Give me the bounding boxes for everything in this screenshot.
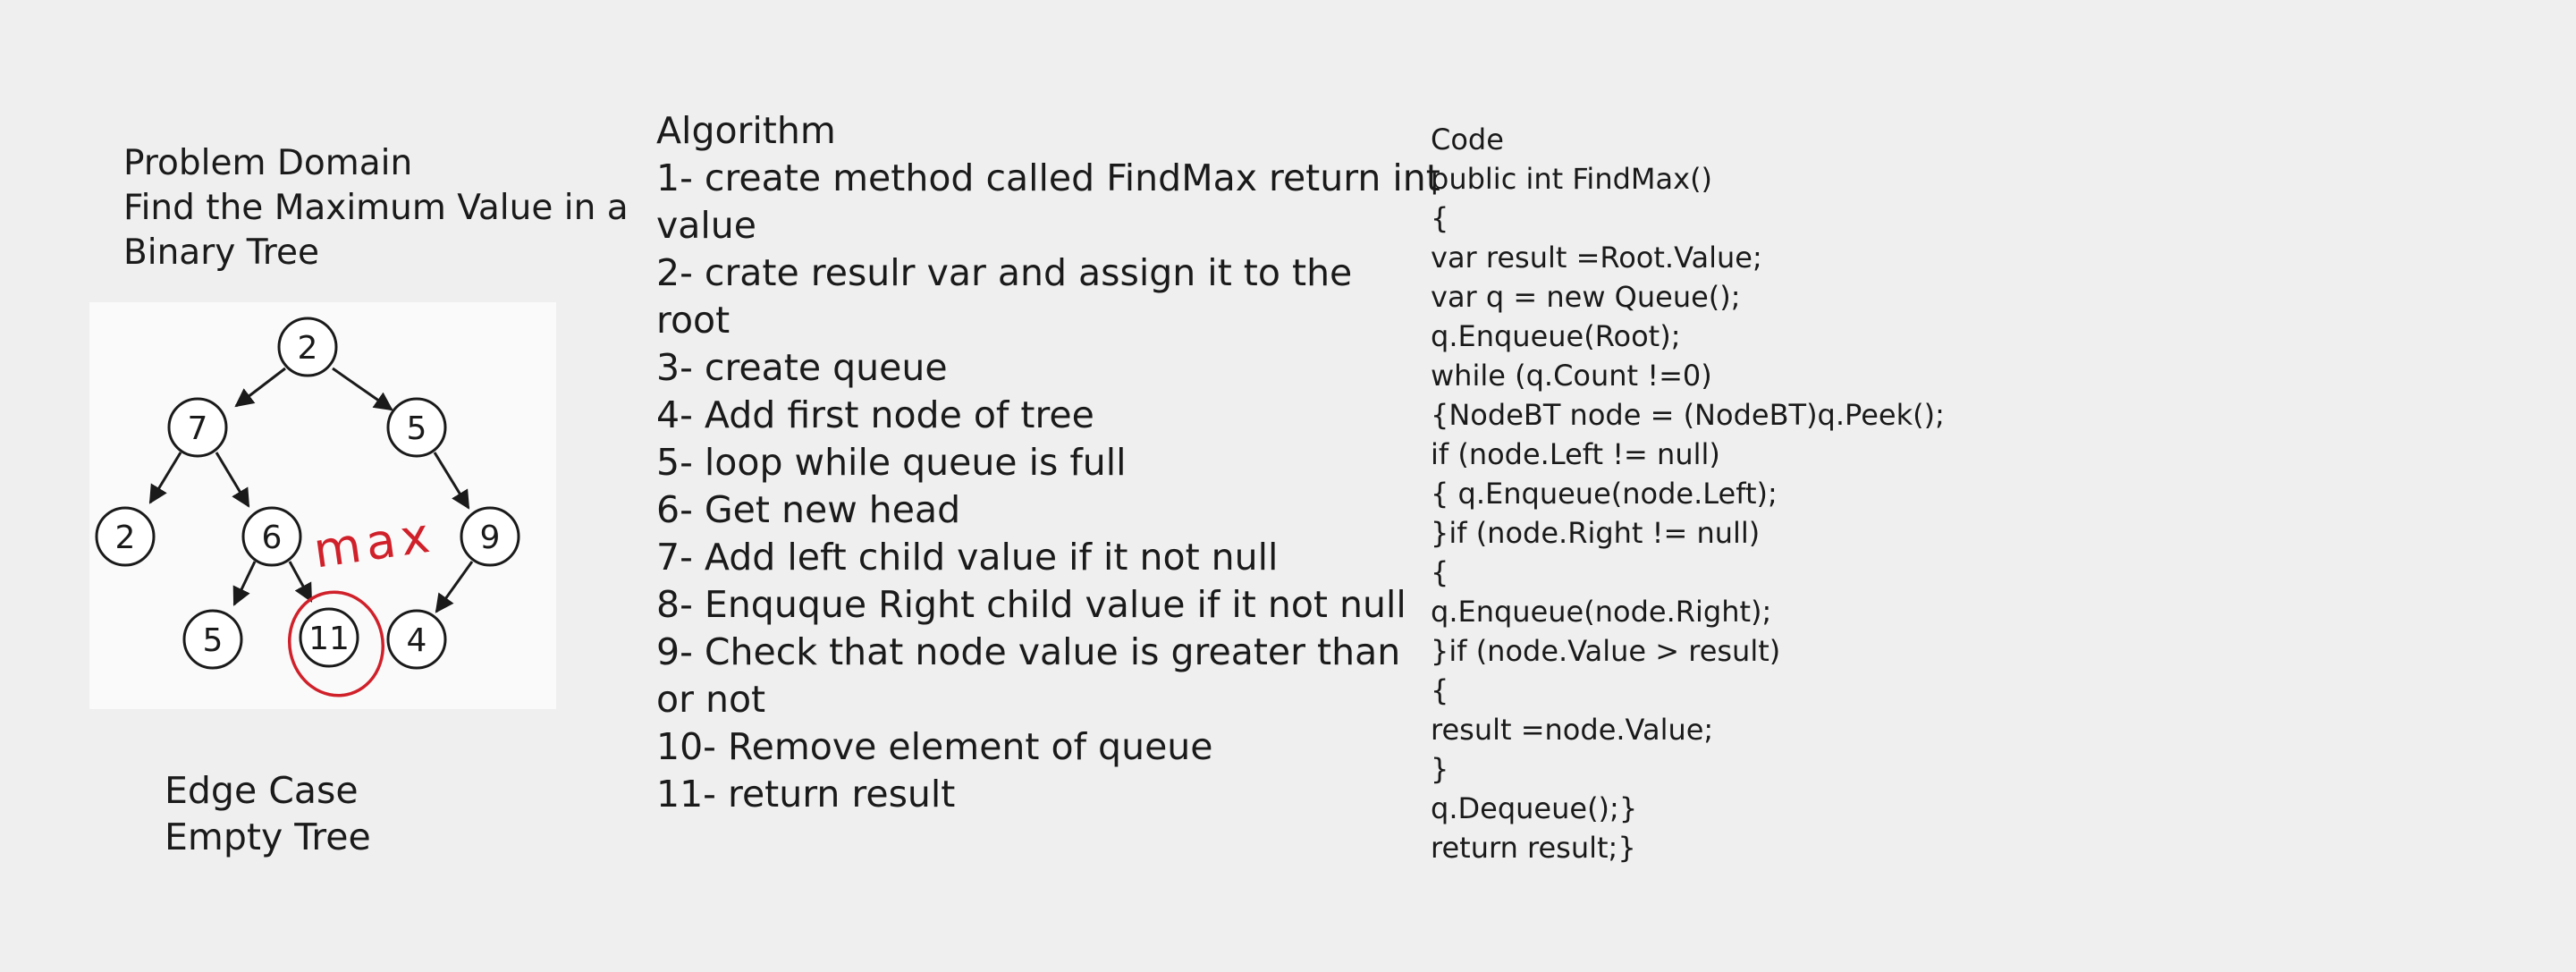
algorithm-step: 6- Get new head bbox=[656, 488, 961, 531]
algorithm-step: 3- create queue bbox=[656, 346, 948, 389]
tree-node: 6 bbox=[241, 506, 302, 567]
tree-edge bbox=[332, 367, 393, 411]
tree-node: 5 bbox=[182, 609, 243, 670]
code-line: { bbox=[1431, 555, 1449, 589]
tree-node-max: 11 bbox=[299, 607, 359, 668]
code-line: if (node.Left != null) bbox=[1431, 437, 1720, 471]
algorithm-step: 1- create method called FindMax return i… bbox=[656, 156, 1440, 199]
svg-text:5: 5 bbox=[203, 622, 224, 659]
binary-tree-svg: 2 7 5 2 6 9 5 11 bbox=[95, 317, 520, 697]
algorithm-step: 11- return result bbox=[656, 773, 956, 816]
code-line: { bbox=[1431, 201, 1449, 235]
problem-domain-line: Find the Maximum Value in a bbox=[123, 188, 629, 228]
svg-text:2: 2 bbox=[298, 330, 318, 367]
edge-case-section: Edge Case Empty Tree bbox=[165, 767, 371, 860]
svg-text:5: 5 bbox=[407, 410, 427, 447]
algorithm-step: 10- Remove element of queue bbox=[656, 725, 1213, 768]
code-line: { q.Enqueue(node.Left); bbox=[1431, 477, 1778, 511]
problem-domain-heading: Problem Domain bbox=[123, 143, 413, 183]
svg-text:6: 6 bbox=[262, 520, 283, 556]
tree-edge bbox=[433, 452, 470, 510]
tree-edge bbox=[435, 561, 474, 613]
tree-node: 9 bbox=[460, 506, 520, 567]
svg-text:4: 4 bbox=[407, 622, 427, 659]
tree-edge bbox=[288, 561, 313, 603]
algorithm-step: 8- Enquque Right child value if it not n… bbox=[656, 583, 1406, 626]
algorithm-step: 2- crate resulr var and assign it to the bbox=[656, 251, 1353, 294]
code-line: result =node.Value; bbox=[1431, 713, 1714, 747]
algorithm-step: 5- loop while queue is full bbox=[656, 441, 1127, 484]
code-line: return result;} bbox=[1431, 831, 1636, 865]
code-line: { bbox=[1431, 673, 1449, 707]
code-heading: Code bbox=[1431, 123, 1504, 156]
code-line: q.Dequeue();} bbox=[1431, 791, 1638, 825]
tree-node: 5 bbox=[386, 397, 447, 458]
code-line: var q = new Queue(); bbox=[1431, 280, 1741, 314]
code-line: while (q.Count !=0) bbox=[1431, 359, 1712, 393]
algorithm-step: or not bbox=[656, 678, 766, 721]
tree-edge bbox=[232, 561, 257, 606]
tree-edge bbox=[215, 452, 250, 508]
code-line: }if (node.Right != null) bbox=[1431, 516, 1761, 550]
svg-text:9: 9 bbox=[480, 520, 501, 556]
code-section: Code public int FindMax() { var result =… bbox=[1431, 120, 1945, 867]
edge-case-heading: Edge Case bbox=[165, 769, 359, 812]
algorithm-section: Algorithm 1- create method called FindMa… bbox=[656, 107, 1440, 818]
algorithm-step: 7- Add left child value if it not null bbox=[656, 536, 1279, 579]
algorithm-heading: Algorithm bbox=[656, 109, 836, 152]
tree-node: 7 bbox=[167, 397, 228, 458]
tree-node: 2 bbox=[95, 506, 156, 567]
tree-edge bbox=[234, 367, 286, 408]
problem-domain-section: Problem Domain Find the Maximum Value in… bbox=[123, 141, 629, 275]
algorithm-step: 4- Add first node of tree bbox=[656, 393, 1094, 436]
svg-text:2: 2 bbox=[115, 520, 136, 556]
code-line: q.Enqueue(Root); bbox=[1431, 319, 1681, 353]
algorithm-step: 9- Check that node value is greater than bbox=[656, 630, 1401, 673]
code-line: {NodeBT node = (NodeBT)q.Peek(); bbox=[1431, 398, 1945, 432]
code-line: q.Enqueue(node.Right); bbox=[1431, 595, 1772, 629]
problem-domain-line: Binary Tree bbox=[123, 232, 319, 273]
tree-node: 4 bbox=[386, 609, 447, 670]
svg-text:7: 7 bbox=[188, 410, 208, 447]
svg-text:11: 11 bbox=[308, 621, 350, 657]
max-highlight-circle bbox=[287, 590, 385, 697]
code-line: }if (node.Value > result) bbox=[1431, 634, 1781, 668]
code-line: } bbox=[1431, 752, 1449, 786]
edge-case-line: Empty Tree bbox=[165, 816, 371, 858]
max-annotation: max bbox=[310, 506, 438, 579]
algorithm-step: root bbox=[656, 299, 731, 342]
code-line: var result =Root.Value; bbox=[1431, 241, 1762, 275]
tree-edge bbox=[148, 452, 182, 504]
algorithm-step: value bbox=[656, 204, 756, 247]
binary-tree-diagram: 2 7 5 2 6 9 5 11 bbox=[89, 302, 556, 709]
code-line: public int FindMax() bbox=[1431, 162, 1713, 196]
tree-node: 2 bbox=[277, 317, 338, 377]
